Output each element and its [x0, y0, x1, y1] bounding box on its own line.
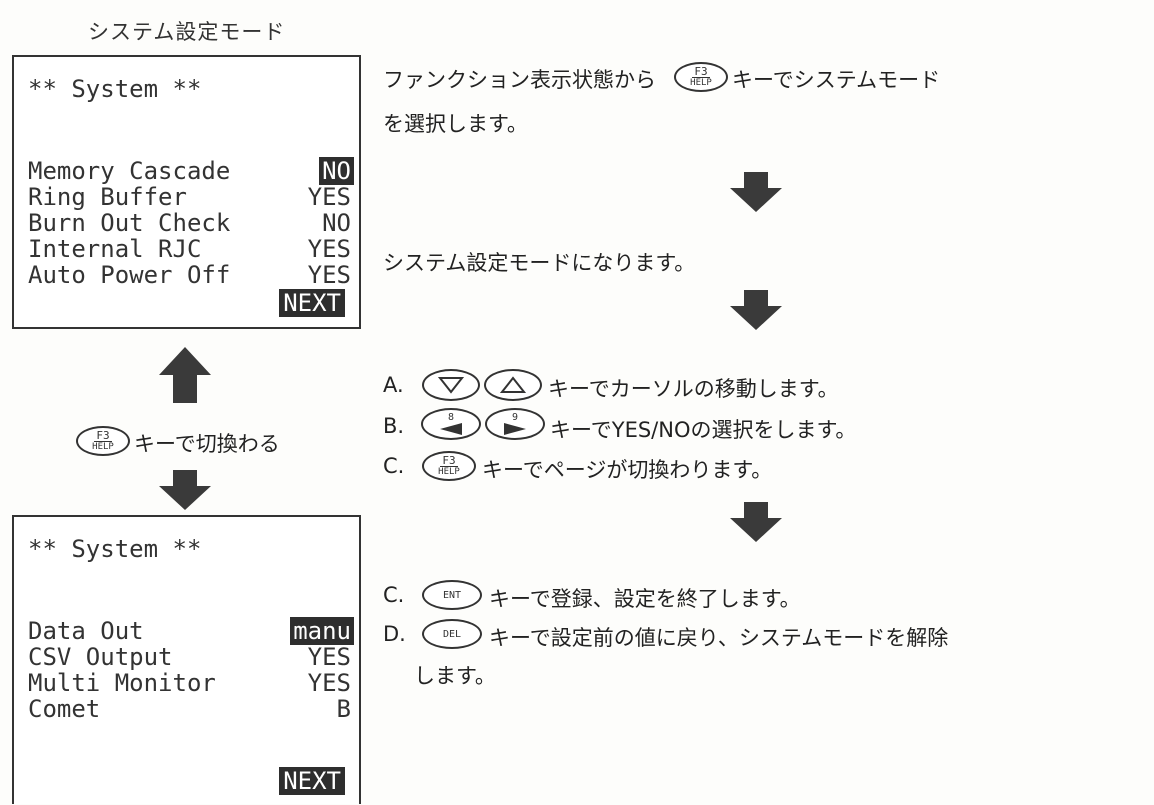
setting-value-selected[interactable]: manu	[290, 617, 354, 645]
step-d-text-cont: します。	[414, 664, 496, 688]
step-a-text: キーでカーソルの移動します。	[548, 377, 839, 401]
step-b-text: キーでYES/NOの選択をします。	[550, 418, 857, 442]
setting-row-burn-out-check[interactable]: Burn Out Check NO	[28, 209, 354, 238]
step-d-text: キーで設定前の値に戻り、システムモードを解除	[489, 626, 949, 650]
setting-label: Internal RJC	[28, 235, 202, 263]
setting-row-comet[interactable]: Comet B	[28, 695, 354, 724]
setting-label: CSV Output	[28, 643, 173, 671]
intro-text-1: ファンクション表示状態から	[383, 68, 656, 92]
arrow-down-icon	[730, 502, 782, 542]
intro-text-2: キーでシステムモード	[732, 68, 941, 92]
step-b-prefix: B.	[383, 414, 405, 438]
setting-value[interactable]: YES	[307, 643, 351, 671]
arrow-left-icon	[440, 423, 462, 435]
step-c2-prefix: C.	[383, 583, 405, 607]
setting-row-memory-cascade[interactable]: Memory Cascade NO	[28, 157, 354, 186]
step-d-prefix: D.	[383, 622, 406, 646]
up-key[interactable]	[484, 369, 542, 401]
setting-row-multi-monitor[interactable]: Multi Monitor YES	[28, 669, 354, 698]
setting-label: Data Out	[28, 617, 144, 645]
step-c-text: キーでページが切換わります。	[482, 458, 773, 482]
arrow-down-icon	[730, 172, 782, 212]
right-key[interactable]: 9	[485, 408, 545, 440]
setting-value[interactable]: YES	[307, 261, 351, 289]
f3-help-key[interactable]: F3 HELP	[674, 62, 728, 92]
setting-value[interactable]: YES	[307, 183, 351, 211]
lcd-screen-page2: ** System ** Data Out manu CSV Output YE…	[12, 515, 361, 804]
setting-value[interactable]: B	[336, 695, 351, 723]
mode-caption: システム設定モード	[88, 20, 286, 44]
arrow-down-icon	[730, 290, 782, 330]
setting-row-ring-buffer[interactable]: Ring Buffer YES	[28, 183, 354, 212]
step-a-prefix: A.	[383, 373, 404, 397]
step-c2-text: キーで登録、設定を終了します。	[489, 587, 801, 611]
ent-key[interactable]: ENT	[422, 580, 482, 610]
triangle-down-icon	[438, 377, 464, 394]
setting-label: Burn Out Check	[28, 209, 231, 237]
next-page-button[interactable]: NEXT	[279, 767, 345, 795]
setting-label: Auto Power Off	[28, 261, 231, 289]
del-key[interactable]: DEL	[422, 619, 482, 649]
setting-row-internal-rjc[interactable]: Internal RJC YES	[28, 235, 354, 264]
setting-label: Memory Cascade	[28, 157, 231, 185]
down-key[interactable]	[422, 369, 480, 401]
setting-label: Comet	[28, 695, 101, 723]
mode-enter-text: システム設定モードになります。	[383, 251, 696, 275]
arrow-right-icon	[504, 423, 526, 435]
left-key[interactable]: 8	[421, 408, 481, 440]
intro-text-3: を選択します。	[383, 112, 528, 136]
arrow-up-icon	[159, 347, 211, 403]
f3-help-key[interactable]: F3 HELP	[422, 451, 476, 481]
toggle-text: キーで切換わる	[134, 432, 280, 456]
setting-value-selected[interactable]: NO	[319, 157, 354, 185]
setting-value[interactable]: NO	[322, 209, 351, 237]
setting-label: Multi Monitor	[28, 669, 216, 697]
arrow-down-icon	[159, 470, 211, 510]
setting-label: Ring Buffer	[28, 183, 187, 211]
setting-row-csv-output[interactable]: CSV Output YES	[28, 643, 354, 672]
setting-value[interactable]: YES	[307, 235, 351, 263]
setting-value[interactable]: YES	[307, 669, 351, 697]
lcd-title: ** System **	[28, 535, 202, 563]
lcd-screen-page1: ** System ** Memory Cascade NO Ring Buff…	[12, 55, 361, 329]
setting-row-auto-power-off[interactable]: Auto Power Off YES	[28, 261, 354, 290]
step-c-prefix: C.	[383, 454, 405, 478]
next-page-button[interactable]: NEXT	[279, 289, 345, 317]
f3-help-key[interactable]: F3 HELP	[76, 426, 130, 456]
lcd-title: ** System **	[28, 75, 202, 103]
setting-row-data-out[interactable]: Data Out manu	[28, 617, 354, 646]
triangle-up-icon	[500, 376, 526, 393]
